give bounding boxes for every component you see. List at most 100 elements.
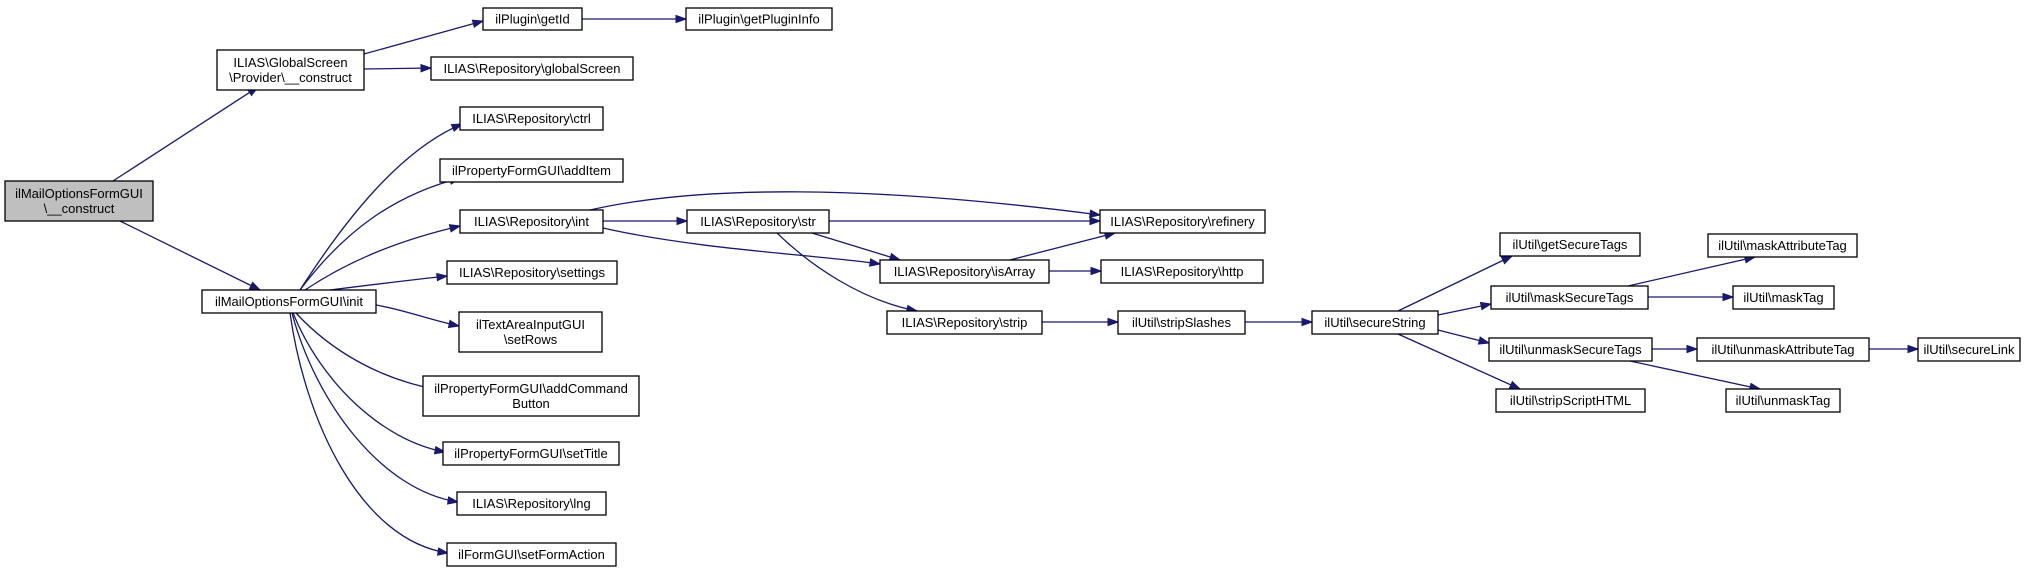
- node-getPluginInfo[interactable]: ilPlugin\getPluginInfo: [685, 7, 833, 31]
- node-int[interactable]: ILIAS\Repository\int: [459, 209, 604, 234]
- edge-maskSecureTags-to-maskTag: [1648, 292, 1735, 302]
- node-unmaskAttributeTag[interactable]: ilUtil\unmaskAttributeTag: [1696, 337, 1870, 362]
- edge-init-to-addItem: [299, 176, 462, 291]
- edge-str-to-isArray: [811, 232, 902, 262]
- node-box[interactable]: [430, 56, 634, 81]
- edge-line: [299, 177, 461, 291]
- edge-arrowhead: [1686, 344, 1699, 354]
- node-str[interactable]: ILIAS\Repository\str: [686, 209, 830, 234]
- node-box[interactable]: [879, 259, 1050, 284]
- node-box[interactable]: [1499, 232, 1641, 257]
- node-setRows[interactable]: ilTextAreaInputGUI\setRows: [458, 311, 603, 353]
- node-box[interactable]: [886, 310, 1043, 335]
- node-box[interactable]: [1488, 337, 1653, 362]
- node-box[interactable]: [686, 209, 830, 234]
- node-box[interactable]: [459, 106, 604, 131]
- node-box[interactable]: [422, 375, 640, 417]
- node-box[interactable]: [446, 260, 618, 285]
- node-maskAttributeTag[interactable]: ilUtil\maskAttributeTag: [1707, 233, 1858, 258]
- edge-line: [363, 67, 432, 70]
- edge-arrowhead: [448, 224, 462, 233]
- edge-arrowhead: [446, 496, 460, 505]
- node-label-line: ilUtil\secureLink: [1923, 342, 2015, 357]
- node-box[interactable]: [1490, 285, 1649, 310]
- node-stripScriptHTML[interactable]: ilUtil\stripScriptHTML: [1495, 388, 1646, 413]
- edge-arrowhead: [675, 14, 688, 24]
- node-label-line: ilMailOptionsFormGUI: [15, 186, 143, 201]
- node-isArray[interactable]: ILIAS\Repository\isArray: [879, 259, 1050, 284]
- node-box[interactable]: [1099, 209, 1266, 234]
- edge-line: [776, 232, 918, 312]
- edge-arrowhead: [450, 123, 464, 133]
- node-box[interactable]: [442, 441, 620, 466]
- node-box[interactable]: [1117, 310, 1246, 335]
- edge-unmaskSecureTags-to-unmaskAttributeTag: [1652, 344, 1699, 354]
- node-label-line: \Provider\__construct: [229, 70, 352, 85]
- node-label-line: ilPropertyFormGUI\setTitle: [454, 446, 607, 461]
- node-setTitle[interactable]: ilPropertyFormGUI\setTitle: [442, 441, 620, 466]
- node-label-line: ilPropertyFormGUI\addItem: [452, 163, 611, 178]
- node-box[interactable]: [1707, 233, 1858, 258]
- node-addItem[interactable]: ilPropertyFormGUI\addItem: [439, 158, 624, 183]
- node-unmaskSecureTags[interactable]: ilUtil\unmaskSecureTags: [1488, 337, 1653, 362]
- node-label-line: Button: [512, 396, 550, 411]
- node-getSecureTags[interactable]: ilUtil\getSecureTags: [1499, 232, 1641, 257]
- node-secureLink[interactable]: ilUtil\secureLink: [1917, 337, 2021, 362]
- node-label-line: ILIAS\Repository\lng: [472, 496, 591, 511]
- edge-unmaskSecureTags-to-unmaskTag: [1629, 360, 1762, 392]
- node-box[interactable]: [201, 289, 377, 314]
- node-unmaskTag[interactable]: ilUtil\unmaskTag: [1725, 388, 1841, 413]
- node-lng[interactable]: ILIAS\Repository\lng: [456, 491, 607, 516]
- node-settings[interactable]: ILIAS\Repository\settings: [446, 260, 618, 285]
- node-box[interactable]: [1100, 259, 1264, 284]
- node-box[interactable]: [216, 49, 365, 91]
- node-maskSecureTags[interactable]: ilUtil\maskSecureTags: [1490, 285, 1649, 310]
- edge-line: [1397, 255, 1513, 312]
- node-box[interactable]: [459, 209, 604, 234]
- edge-init-to-setTitle: [292, 312, 447, 455]
- edge-line: [112, 86, 259, 182]
- edge-line: [589, 191, 1101, 216]
- edge-arrowhead: [1107, 317, 1120, 327]
- node-box[interactable]: [458, 311, 603, 353]
- node-root[interactable]: ilMailOptionsFormGUI\__construct: [4, 180, 154, 222]
- node-box[interactable]: [4, 180, 154, 222]
- node-gs_provider[interactable]: ILIAS\GlobalScreen\Provider\__construct: [216, 49, 365, 91]
- edge-gs_provider-to-globalScreen: [363, 63, 433, 73]
- edge-line: [304, 225, 461, 291]
- node-getId[interactable]: ilPlugin\getId: [482, 7, 583, 31]
- node-label-line: ilUtil\unmaskAttributeTag: [1711, 342, 1854, 357]
- node-box[interactable]: [685, 7, 833, 31]
- node-maskTag[interactable]: ilUtil\maskTag: [1732, 285, 1835, 310]
- edge-secureString-to-maskSecureTags: [1437, 301, 1493, 316]
- node-box[interactable]: [1917, 337, 2021, 362]
- edge-unmaskAttributeTag-to-secureLink: [1869, 344, 1920, 354]
- node-box[interactable]: [1732, 285, 1835, 310]
- node-box[interactable]: [439, 158, 624, 183]
- node-secureString[interactable]: ilUtil\secureString: [1311, 310, 1439, 335]
- edge-init-to-int: [304, 224, 462, 291]
- edge-line: [329, 275, 448, 291]
- node-refinery[interactable]: ILIAS\Repository\refinery: [1099, 209, 1266, 234]
- node-label-line: ILIAS\Repository\settings: [459, 265, 605, 280]
- node-box[interactable]: [1725, 388, 1841, 413]
- node-label-line: ilUtil\unmaskTag: [1736, 393, 1831, 408]
- node-stripSlashes[interactable]: ilUtil\stripSlashes: [1117, 310, 1246, 335]
- node-globalScreen[interactable]: ILIAS\Repository\globalScreen: [430, 56, 634, 81]
- node-box[interactable]: [1495, 388, 1646, 413]
- node-box[interactable]: [446, 542, 617, 567]
- node-box[interactable]: [1311, 310, 1439, 335]
- node-label-line: ilUtil\maskAttributeTag: [1718, 238, 1847, 253]
- node-setFormAction[interactable]: ilFormGUI\setFormAction: [446, 542, 617, 567]
- edge-isArray-to-http: [1049, 266, 1103, 276]
- edges-layer: [112, 14, 1920, 556]
- node-box[interactable]: [456, 491, 607, 516]
- node-box[interactable]: [482, 7, 583, 31]
- node-http[interactable]: ILIAS\Repository\http: [1100, 259, 1264, 284]
- node-strip[interactable]: ILIAS\Repository\strip: [886, 310, 1043, 335]
- node-box[interactable]: [1696, 337, 1870, 362]
- node-init[interactable]: ilMailOptionsFormGUI\init: [201, 289, 377, 314]
- node-ctrl[interactable]: ILIAS\Repository\ctrl: [459, 106, 604, 131]
